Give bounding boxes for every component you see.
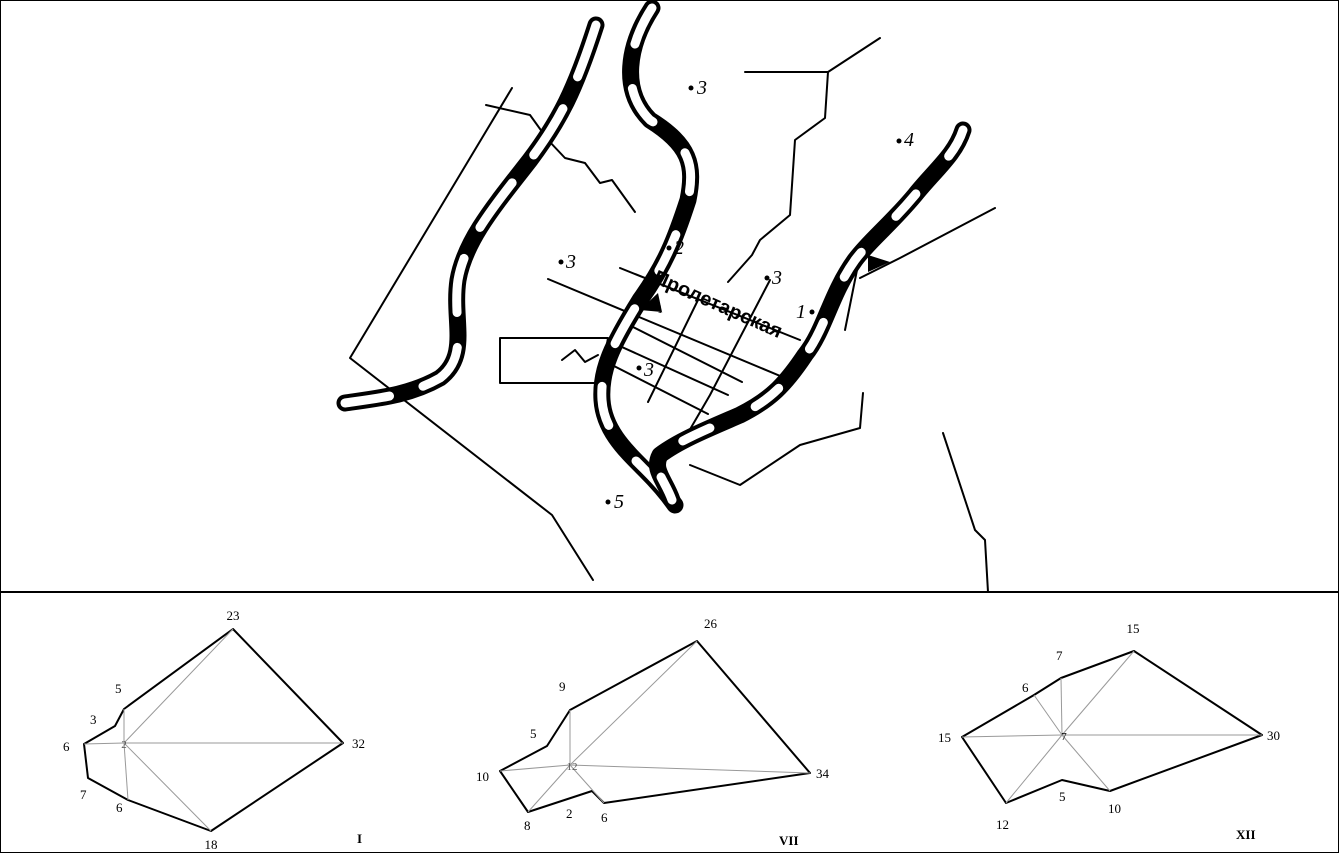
boundary-line [744, 37, 881, 73]
street-line [647, 299, 699, 403]
point-label: 4 [904, 129, 914, 151]
rose-vii-label-sw: 10 [476, 769, 489, 784]
point-label: 3 [565, 251, 576, 273]
river-west [336, 16, 605, 412]
point-dot [666, 245, 672, 251]
point-label: 3 [771, 267, 782, 289]
rose-vii-label-se: 2 [566, 806, 573, 821]
rose-i-calm: 2 [121, 739, 127, 751]
rose-outline-i [83, 628, 344, 832]
street-line [611, 364, 709, 415]
boundary-line [349, 87, 594, 581]
boundary-line [689, 392, 864, 486]
rose-vii-label-e: 6 [601, 810, 608, 825]
point-dot [809, 309, 815, 315]
rose-i-label-ne: 32 [352, 736, 365, 751]
river-east [649, 121, 972, 509]
point-label: 1 [796, 301, 806, 323]
rose-xii-label-n: 15 [1127, 621, 1140, 636]
rose-outline-xii [961, 650, 1263, 804]
rose-vii-label-w: 5 [530, 726, 537, 741]
rose-i-title: I [357, 831, 362, 846]
point-dot [636, 365, 642, 371]
sample-points [558, 85, 902, 505]
rose-xii-label-sw: 15 [938, 730, 951, 745]
panel-divider [0, 591, 1339, 593]
point-dot [605, 499, 611, 505]
rose-xii-title: XII [1236, 827, 1256, 842]
rose-vii-label-ne: 34 [816, 766, 830, 781]
point-dot [558, 259, 564, 265]
rose-vii-label-nw: 9 [559, 679, 566, 694]
point-label: 3 [643, 359, 654, 381]
street-line [612, 342, 729, 396]
wind-rose-svg: 23 32 18 6 7 6 3 5 2 I 26 34 6 2 8 10 5 … [63, 608, 1280, 852]
point-dot [896, 138, 902, 144]
boundary-line [844, 269, 858, 331]
marker-triangle [640, 293, 662, 312]
rose-i-label-e: 18 [205, 837, 218, 852]
rose-vii-title: VII [779, 833, 799, 848]
rose-xii-label-w: 6 [1022, 680, 1029, 695]
rose-i-label-w: 3 [90, 712, 97, 727]
point-label: 2 [674, 237, 684, 259]
rose-xii-label-ne: 30 [1267, 728, 1280, 743]
rose-xii-label-e: 10 [1108, 801, 1121, 816]
rose-xii-calm: 7 [1061, 731, 1067, 743]
boundary-line [485, 104, 636, 213]
rose-i-label-s: 7 [80, 787, 87, 802]
river-central [593, 0, 700, 514]
point-label: 3 [696, 77, 707, 99]
rose-vii-label-s: 8 [524, 818, 531, 833]
rose-i-label-se: 6 [116, 800, 123, 815]
street-line [684, 279, 771, 439]
rose-outline-vii [499, 640, 811, 813]
block-notch [561, 349, 599, 363]
river-map: 1 3 4 2 3 3 1 3 5 Пролетарская [336, 0, 996, 593]
rose-i-label-nw: 5 [115, 681, 122, 696]
map-svg: 1 3 4 2 3 3 1 3 5 Пролетарская [336, 0, 996, 593]
block-outline [499, 337, 609, 384]
point-dot [688, 85, 694, 91]
boundary-line [859, 207, 996, 279]
street-line [547, 278, 786, 379]
rose-xii-label-nw: 7 [1056, 648, 1063, 663]
rose-xii-label-se: 5 [1059, 789, 1066, 804]
point-label: 5 [614, 491, 624, 513]
wind-roses: 23 32 18 6 7 6 3 5 2 I 26 34 6 2 8 10 5 … [0, 593, 1339, 853]
rose-i-label-sw: 6 [63, 739, 70, 754]
rose-i-label-n: 23 [227, 608, 240, 623]
boundary-line [942, 432, 989, 593]
marker-triangle [868, 255, 890, 272]
rose-xii-label-s: 12 [996, 817, 1009, 832]
rose-vii-label-n: 26 [704, 616, 718, 631]
rose-vii-calm: 12 [567, 761, 578, 773]
point-dot [764, 275, 770, 281]
boundary-line [727, 71, 829, 283]
marker-label: 1 [657, 302, 663, 316]
